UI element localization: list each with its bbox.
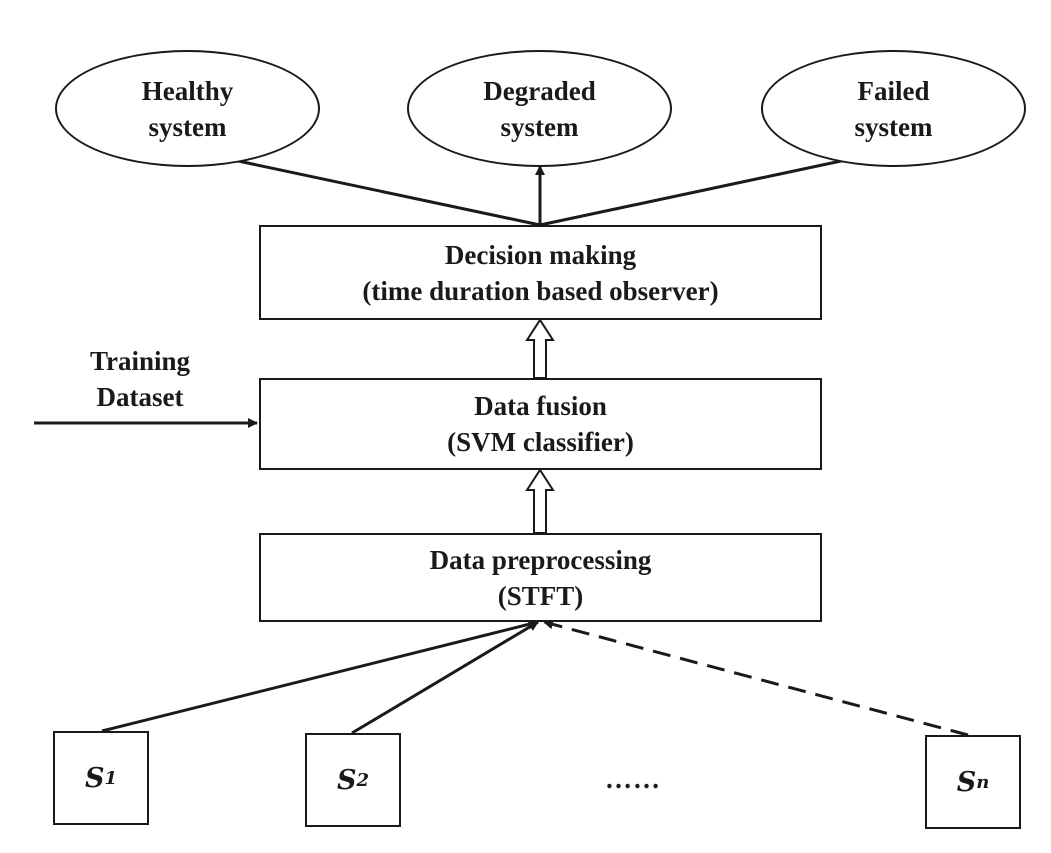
- data-preprocessing-subtitle: (STFT): [497, 580, 584, 611]
- data-fusion-box: Data fusion (SVM classifier): [259, 378, 822, 470]
- hollow-arrow-preprocessing-to-fusion: [525, 468, 555, 534]
- failed-system-label: Failed system: [854, 75, 933, 142]
- decision-making-subtitle: (time duration based observer): [362, 275, 719, 306]
- sensor-1-subscript: 1: [104, 767, 118, 789]
- sensor-n-symbol: S: [956, 766, 977, 798]
- training-dataset-label: Training Dataset: [89, 346, 191, 412]
- decision-making-title: Decision making: [444, 239, 637, 270]
- data-preprocessing-title: Data preprocessing: [429, 544, 652, 575]
- degraded-system-node: Degraded system: [407, 50, 672, 167]
- arrow-to-healthy: [190, 147, 541, 227]
- arrow-s2-to-preprocessing: [351, 620, 539, 735]
- sensor-2-symbol: S: [336, 764, 357, 796]
- data-fusion-subtitle: (SVM classifier): [447, 427, 634, 457]
- hollow-arrow-fusion-to-decision: [525, 318, 555, 379]
- arrow-s1-to-preprocessing: [101, 619, 539, 733]
- decision-making-box: Decision making (time duration based obs…: [259, 225, 822, 320]
- healthy-system-node: Healthy system: [55, 50, 320, 167]
- sensor-2-subscript: 2: [356, 769, 370, 791]
- data-fusion-title: Data fusion: [474, 391, 607, 421]
- sensor-1-symbol: S: [84, 762, 105, 794]
- healthy-system-label: Healthy system: [141, 75, 234, 142]
- sensor-n-subscript: n: [976, 771, 990, 793]
- data-preprocessing-box: Data preprocessing (STFT): [259, 533, 822, 622]
- failed-system-node: Failed system: [761, 50, 1026, 167]
- degraded-system-label: Degraded system: [483, 75, 596, 142]
- arrow-sn-to-preprocessing: [543, 619, 969, 737]
- sensor-ellipsis: ……: [605, 764, 661, 794]
- arrow-to-failed: [539, 147, 889, 227]
